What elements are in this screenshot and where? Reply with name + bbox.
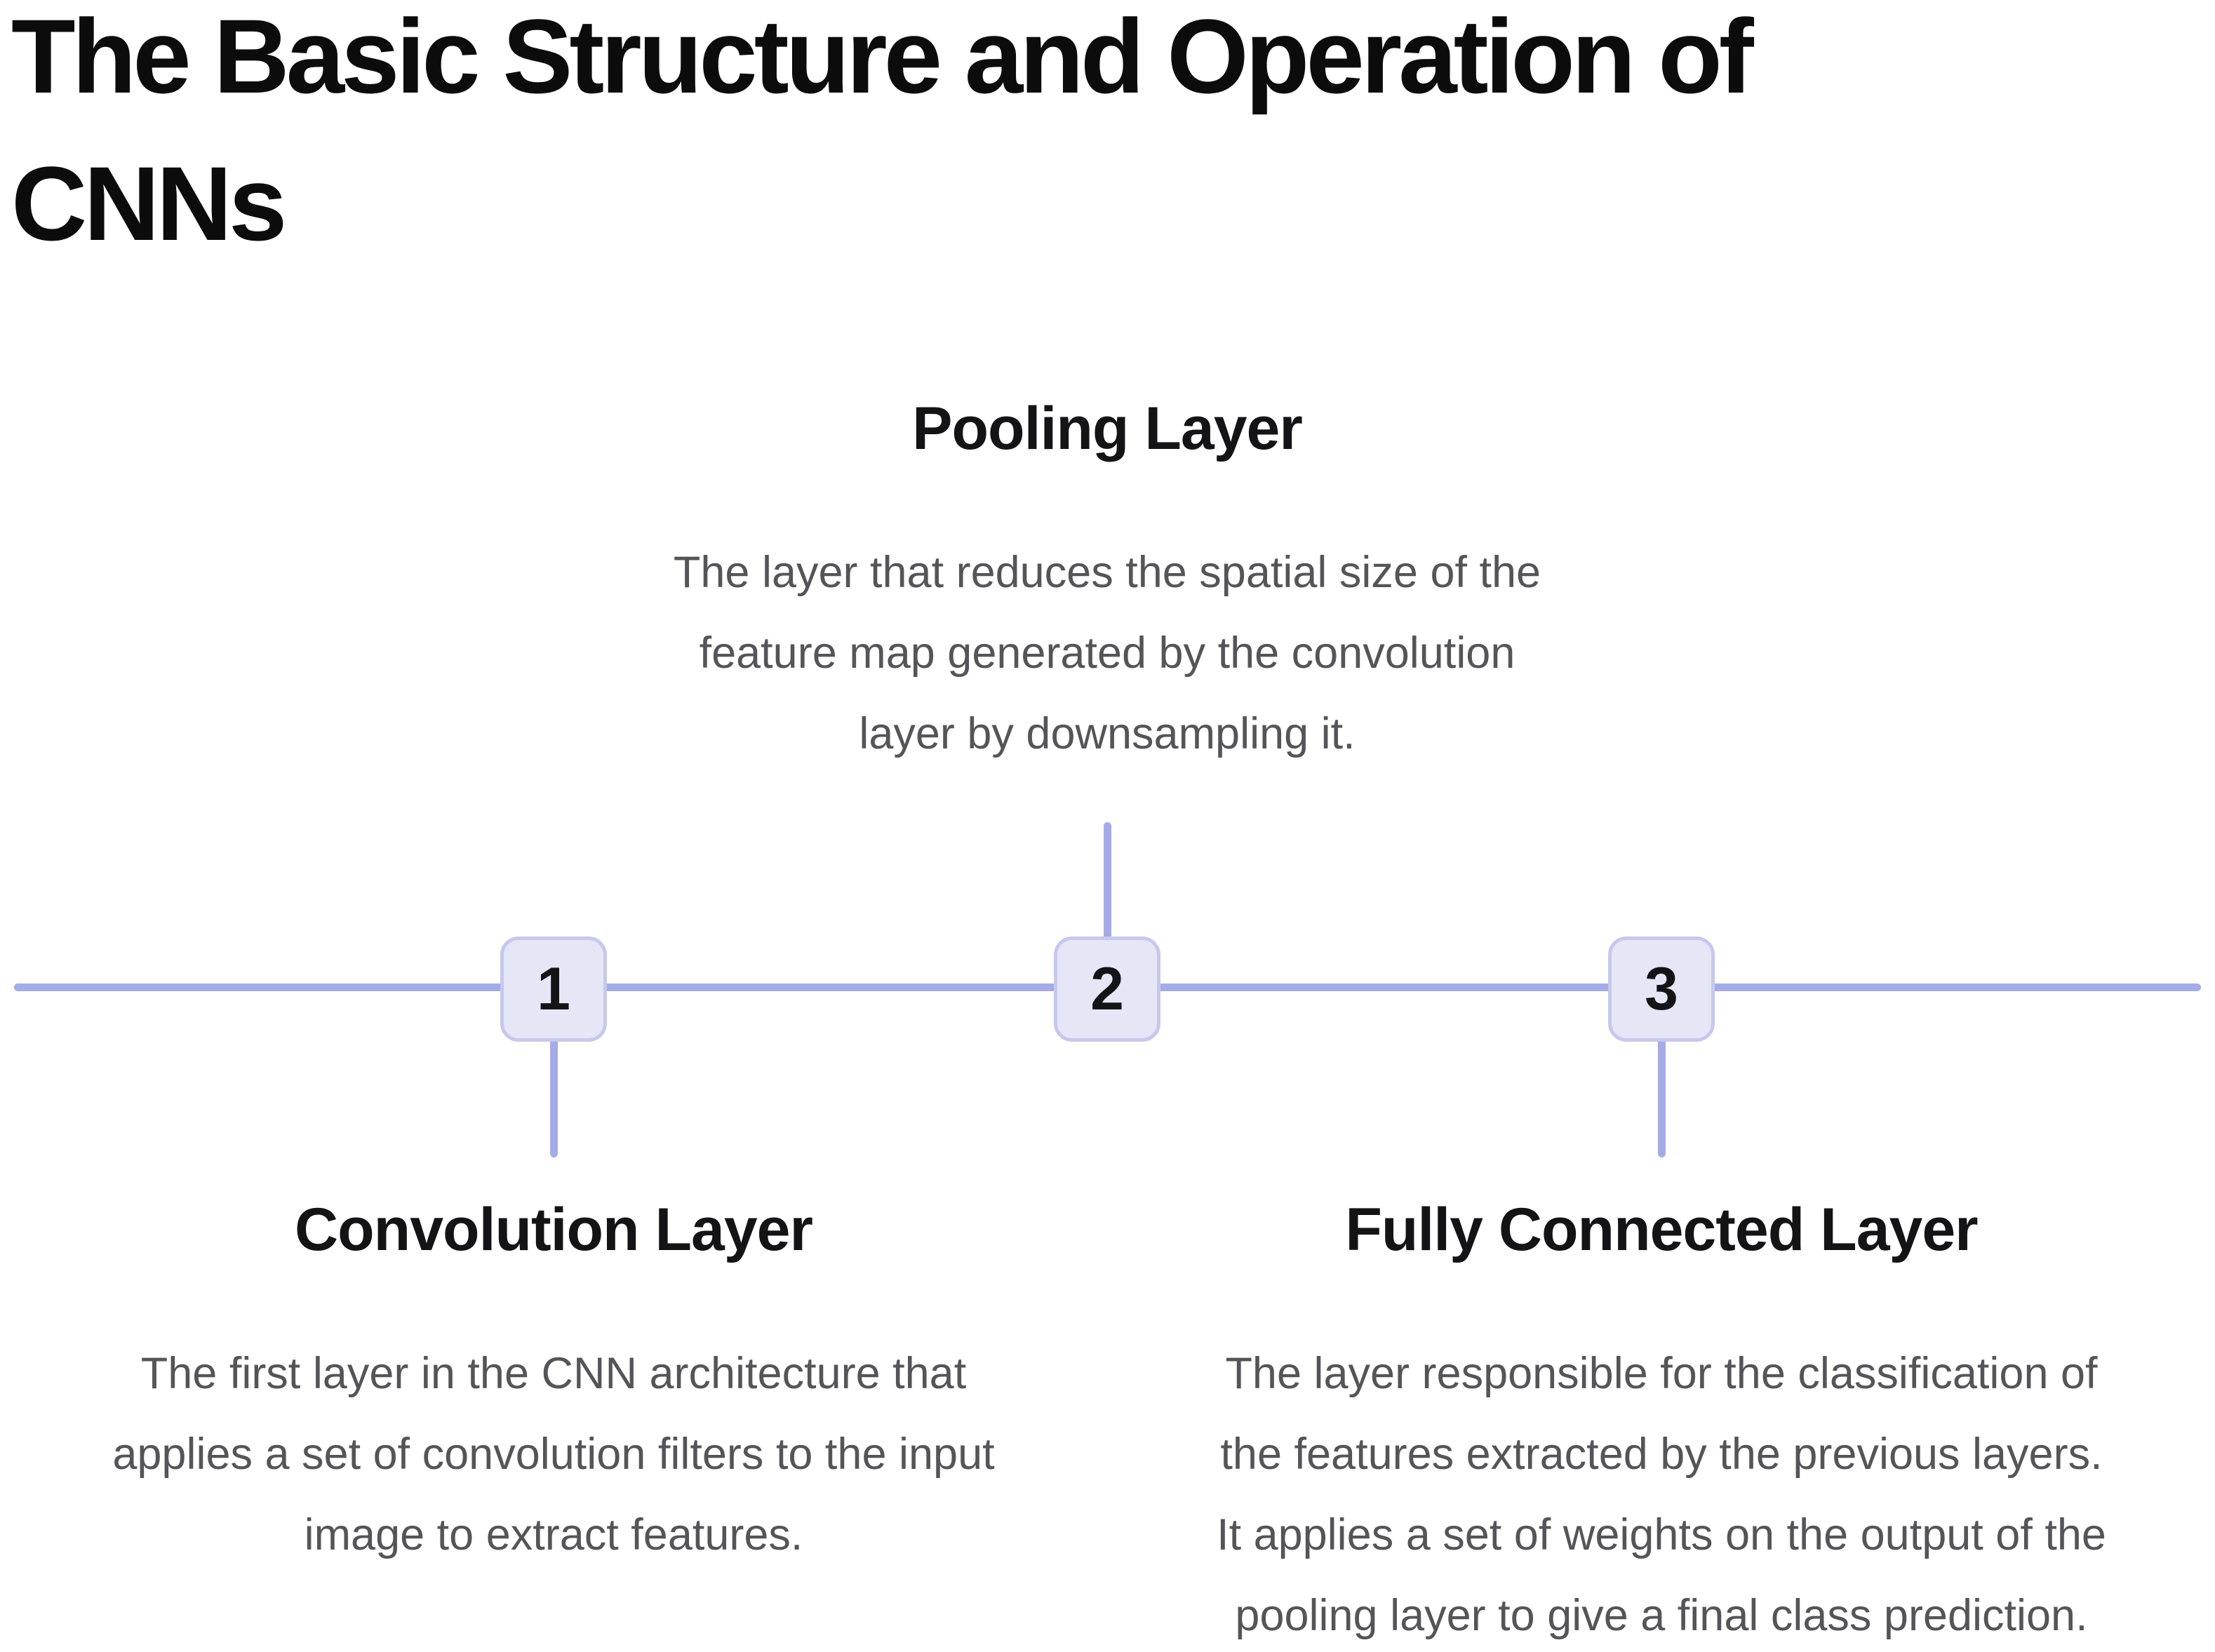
step-badge-3: 3 <box>1608 936 1715 1042</box>
connector-pooling <box>1104 822 1111 940</box>
connector-convolution <box>550 1037 558 1157</box>
step-convolution-heading: Convolution Layer <box>295 1196 813 1263</box>
step-pooling-description: The layer that reduces the spatial size … <box>673 548 1541 759</box>
connector-fully-connected <box>1658 1037 1666 1157</box>
step-badge-1: 1 <box>500 936 607 1042</box>
step-fully-connected-description: The layer responsible for the classifica… <box>1217 1349 2106 1641</box>
step-convolution-description: The first layer in the CNN architecture … <box>112 1349 995 1560</box>
step-fully-connected-layer: Fully Connected Layer The layer responsi… <box>1100 1194 2215 1652</box>
page-title: The Basic Structure and Operation of CNN… <box>11 0 1754 262</box>
step-fully-connected-heading: Fully Connected Layer <box>1345 1196 1978 1263</box>
step-pooling-heading: Pooling Layer <box>912 395 1303 462</box>
step-convolution-layer: Convolution Layer The first layer in the… <box>13 1194 1094 1576</box>
step-badge-2: 2 <box>1054 936 1160 1042</box>
step-pooling-layer: Pooling Layer The layer that reduces the… <box>567 393 1647 774</box>
